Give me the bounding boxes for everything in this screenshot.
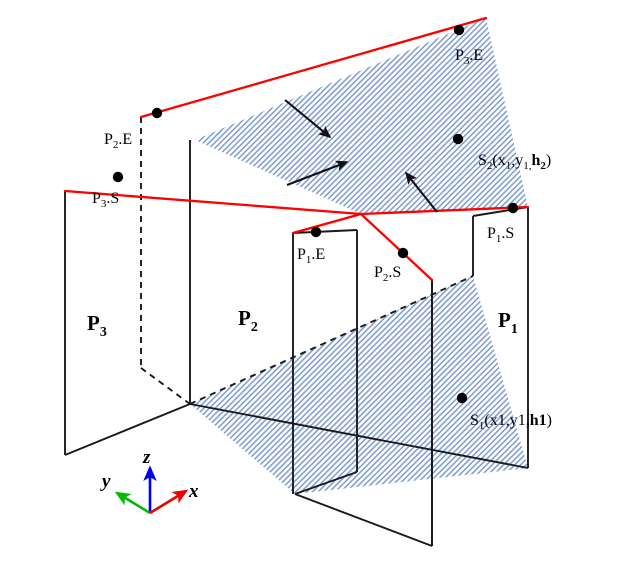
red-line-p1e-p2s — [291, 212, 363, 235]
label-S1: S1(x1,y1,h1) — [470, 412, 552, 432]
red-boundary-lines — [63, 16, 530, 282]
label-P2S: P2.S — [374, 264, 401, 284]
label-P1S: P1.S — [487, 225, 514, 245]
dot-S2 — [452, 133, 464, 145]
normal-arrow-2 — [286, 160, 349, 186]
x-axis-label: x — [188, 481, 199, 502]
dot-P1E — [310, 226, 322, 238]
z-axis-label: z — [142, 447, 151, 468]
y-axis-arrow — [114, 491, 151, 515]
dot-P1S — [507, 202, 519, 214]
label-plane-P3: P3 — [87, 311, 107, 340]
label-plane-P2: P2 — [238, 306, 258, 335]
x-axis-arrow — [149, 489, 189, 515]
shaded-surfaces — [190, 18, 528, 494]
sweep-direction-arrows — [284, 99, 438, 213]
normal-arrow-1 — [284, 99, 332, 139]
dot-P3E — [453, 24, 465, 36]
red-line-p2s-drop — [359, 212, 434, 282]
plane-P1-outline — [189, 206, 529, 546]
label-plane-P1: P1 — [498, 308, 518, 337]
dot-P2E — [151, 107, 163, 119]
dot-P2S — [397, 247, 409, 259]
point-markers — [112, 24, 519, 404]
y-axis-label: y — [100, 471, 111, 492]
dot-P3S — [112, 171, 124, 183]
dot-S1 — [456, 392, 468, 404]
label-P3S: P3.S — [92, 190, 119, 210]
axis-gizmo: z y x — [100, 447, 199, 515]
label-P2E: P2.E — [104, 131, 132, 151]
label-P3E: P3.E — [455, 47, 483, 67]
plane-P3-outline — [64, 117, 191, 456]
normal-arrow-3 — [404, 171, 438, 213]
label-P1E: P1.E — [297, 246, 325, 266]
red-line-upper — [139, 16, 488, 119]
upper-swept-surface — [195, 18, 528, 214]
label-S2: S2(x1,y1,h2) — [478, 152, 551, 172]
lower-swept-surface — [190, 276, 528, 494]
